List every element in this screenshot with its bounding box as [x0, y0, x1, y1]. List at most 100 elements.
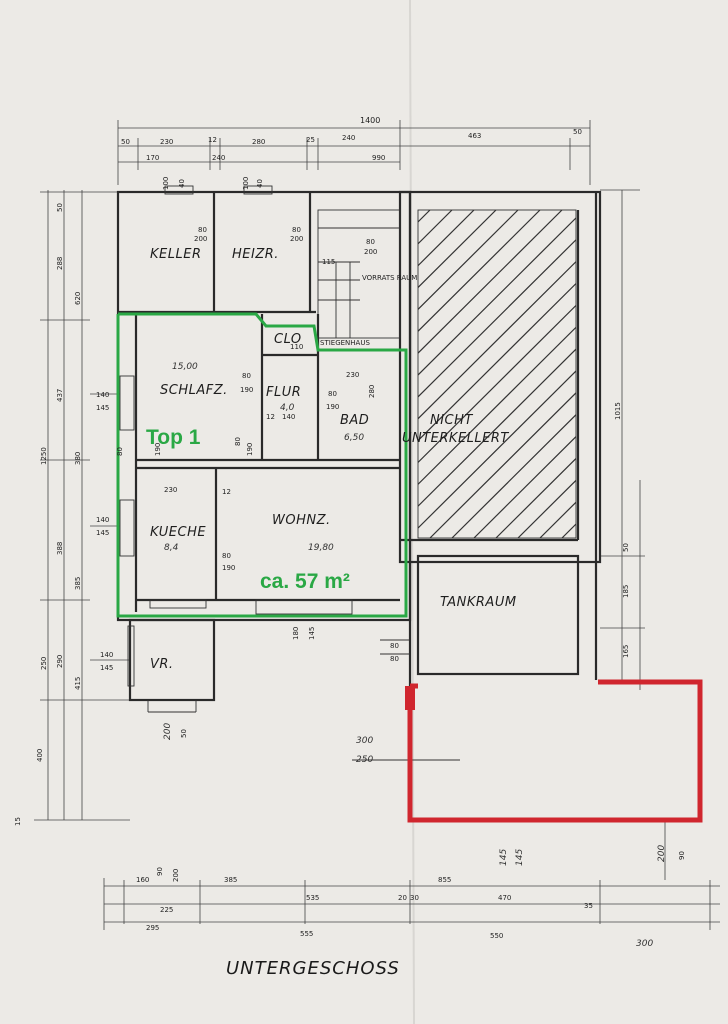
unit-area: ca. 57 m² [260, 570, 350, 593]
hatch-line [418, 348, 576, 508]
room-heizr: HEIZR. [232, 247, 279, 262]
dim-right-200: 200 [657, 845, 667, 862]
dim-top-280: 280 [252, 138, 265, 146]
dim-window-40b: 40 [256, 179, 264, 188]
dim-bottom-35: 35 [584, 902, 593, 910]
room-kueche: KUECHE [150, 525, 206, 540]
dim-top-170: 170 [146, 154, 159, 162]
room-wohnz: WOHNZ. [272, 513, 331, 528]
room-stiegenhaus: STIEGENHAUS [320, 339, 370, 347]
unit-label: Top 1 [146, 426, 201, 449]
dim-kueche-190: 190 [222, 564, 235, 572]
room-schlafz-area: 15,00 [172, 362, 198, 372]
dim-door-200a: 200 [194, 235, 207, 243]
dim-door-80d: 80 [234, 437, 242, 446]
dim-bottom-555: 555 [300, 930, 313, 938]
dim-terrace-145b: 145 [515, 849, 525, 866]
hatch-line [418, 210, 475, 267]
room-flur-area: 4,0 [280, 403, 295, 413]
dim-terrace-90: 90 [678, 851, 686, 860]
hatch-pattern [418, 210, 576, 538]
dim-kueche-80: 80 [222, 552, 231, 560]
dim-stair-200: 200 [364, 248, 377, 256]
dim-bottom-535: 535 [306, 894, 319, 902]
dim-stair-115: 115 [322, 258, 335, 266]
dim-right-165: 165 [622, 645, 630, 658]
dim-left-250: 250 [40, 657, 48, 670]
hatch-line [451, 413, 576, 538]
room-wohnz-area: 19,80 [308, 543, 334, 553]
dim-left-400: 400 [36, 749, 44, 762]
dim-window-100a: 100 [162, 177, 170, 190]
hatch-line [418, 282, 576, 442]
dim-window-100b: 100 [242, 177, 250, 190]
dim-door-145: 145 [308, 627, 316, 640]
dim-bottom-225: 225 [160, 906, 173, 914]
dim-door-80b: 80 [292, 226, 301, 234]
dim-left-140b: 140 [96, 516, 109, 524]
hatch-line [418, 304, 576, 464]
dim-top-240b: 240 [212, 154, 225, 162]
room-vorratsraum: VORRATS RAUM [362, 274, 417, 282]
building-walls [116, 185, 602, 820]
dim-right-185: 185 [622, 585, 630, 598]
dim-terrace-145a: 145 [499, 849, 509, 866]
dim-vr-50: 50 [180, 729, 188, 738]
room-nicht-line1: NICHT [430, 413, 473, 428]
dim-door-190a: 190 [240, 386, 253, 394]
room-vr: VR. [150, 657, 174, 672]
dim-door-80a: 80 [198, 226, 207, 234]
dim-terrace-300: 300 [356, 736, 373, 746]
room-tankraum: TANKRAUM [440, 595, 517, 610]
bottom-dimension-lines [103, 878, 720, 930]
dim-bad-80: 80 [328, 390, 337, 398]
paper-fold [409, 0, 415, 1024]
dim-vr-200: 200 [163, 723, 173, 740]
dim-bottom-385: 385 [224, 876, 237, 884]
dim-top-463: 463 [468, 132, 481, 140]
dim-left-385: 385 [74, 577, 82, 590]
dim-bottom-200: 200 [172, 869, 180, 882]
dim-bottom-90: 90 [156, 867, 164, 876]
dim-bottom-295: 295 [146, 924, 159, 932]
dim-bottom-855: 855 [438, 876, 451, 884]
dim-left-15: 15 [14, 817, 22, 826]
dim-top-total: 1400 [360, 116, 380, 125]
dim-bottom-550: 550 [490, 932, 503, 940]
dim-left-437: 437 [56, 389, 64, 402]
dim-door-190b: 190 [246, 443, 254, 456]
dim-top-240: 240 [342, 134, 355, 142]
dim-right-50: 50 [622, 543, 630, 552]
dim-door-200b: 200 [290, 235, 303, 243]
hatch-line [418, 210, 497, 289]
hatch-line [418, 217, 576, 376]
dim-top-990: 990 [372, 154, 385, 162]
hatch-line [495, 457, 576, 538]
hatch-line [418, 326, 576, 486]
dim-bottom-160: 160 [136, 876, 149, 884]
top-dimension-lines [117, 120, 591, 185]
dim-left-415: 415 [74, 677, 82, 690]
dim-top-50a: 50 [121, 138, 130, 146]
dim-bottom-470: 470 [498, 894, 511, 902]
dim-door-180: 180 [292, 627, 300, 640]
dim-bottom-30: 30 [410, 894, 419, 902]
dim-bad-280: 280 [368, 385, 376, 398]
dim-door-80c: 80 [242, 372, 251, 380]
dim-kueche-12: 12 [222, 488, 231, 496]
dim-left-140a: 140 [96, 391, 109, 399]
dim-top-12: 12 [208, 136, 217, 144]
dim-right-1015: 1015 [614, 402, 622, 420]
hatch-line [517, 479, 576, 538]
dim-left-380: 380 [74, 452, 82, 465]
terrace-post [405, 686, 415, 710]
dim-left-290: 290 [56, 655, 64, 668]
room-bad: BAD [340, 413, 369, 428]
dim-window-40a: 40 [178, 179, 186, 188]
dim-clo-110: 110 [290, 343, 303, 351]
dim-tank-80b: 80 [390, 655, 399, 663]
hatch-line [418, 238, 576, 398]
room-schlafz: SCHLAFZ. [160, 383, 228, 398]
dim-tank-80a: 80 [390, 642, 399, 650]
